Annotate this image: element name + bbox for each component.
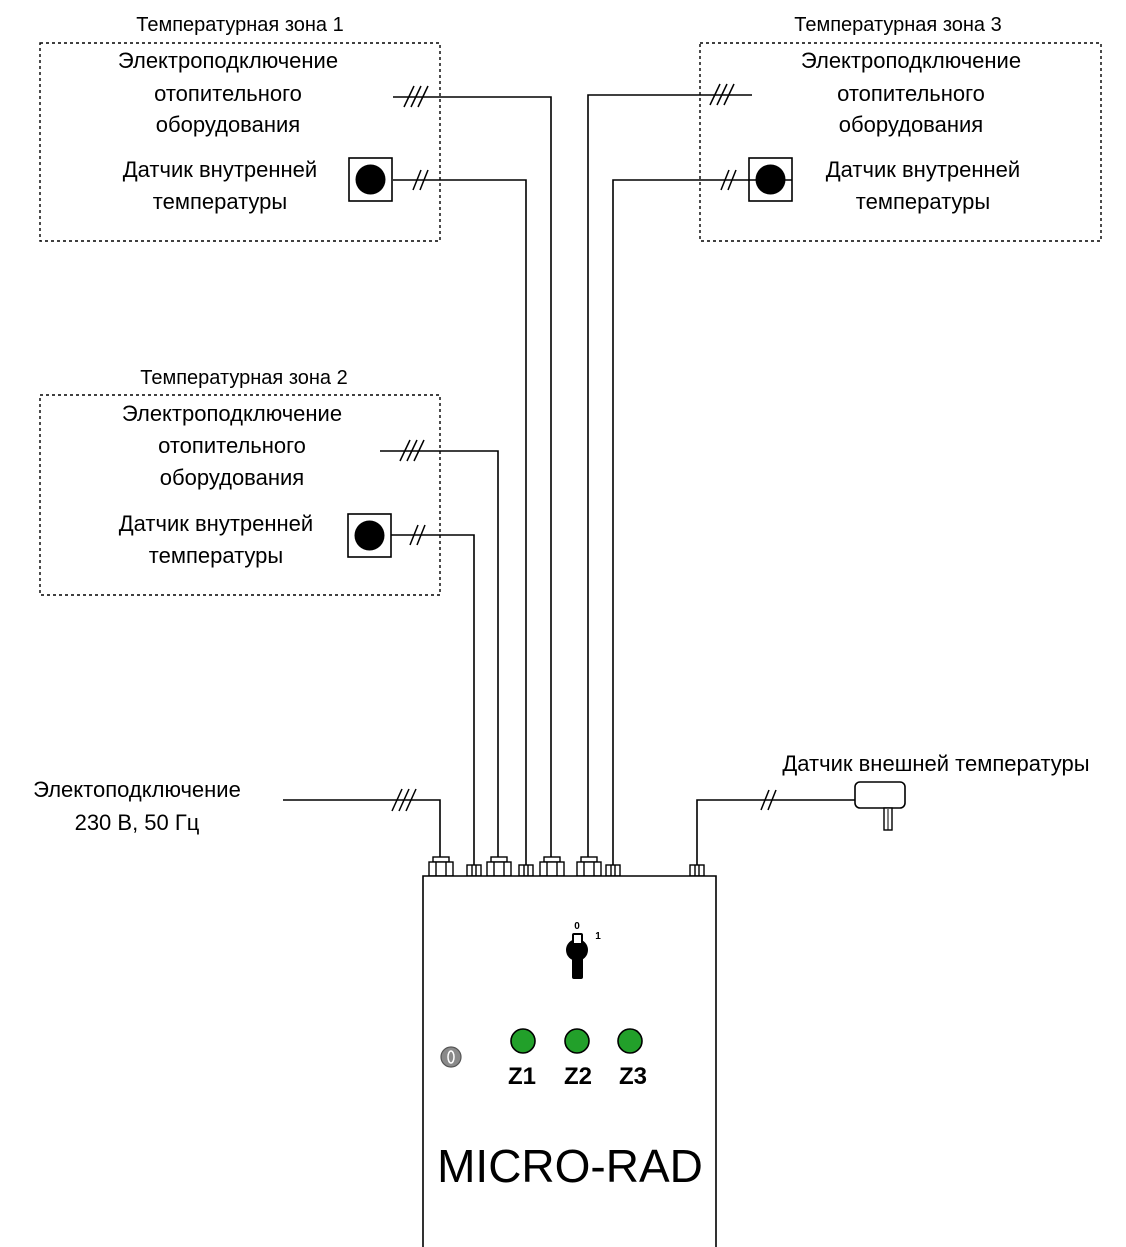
zone-2: Температурная зона 2 Электроподключение … bbox=[39, 367, 441, 596]
gland-large-mains bbox=[428, 856, 454, 877]
outdoor-sensor-icon bbox=[854, 781, 906, 831]
zone-2-title: Температурная зона 2 bbox=[140, 367, 347, 389]
mains-power-label-line1: Электоподключение bbox=[33, 777, 241, 802]
zone-indicator-z2: Z2 bbox=[564, 1028, 592, 1090]
zone-1: Температурная зона 1 Электроподключение … bbox=[39, 14, 441, 242]
slash-zone-3-heating bbox=[709, 83, 735, 106]
indicator-label-z3: Z3 bbox=[619, 1063, 647, 1090]
zone-2-sensor-label-line1: Датчик внутренней bbox=[119, 511, 313, 536]
slash-zone-2-heating bbox=[399, 439, 425, 462]
zone-indicator-z1: Z1 bbox=[508, 1028, 536, 1090]
zone-1-boundary bbox=[39, 42, 441, 242]
gland-small-zone-3-sensor bbox=[605, 864, 621, 877]
gland-large-zone-2-heating bbox=[486, 856, 512, 877]
indicator-label-z1: Z1 bbox=[508, 1063, 536, 1090]
switch-position-0: 0 bbox=[574, 921, 580, 932]
main-switch[interactable]: 0 1 bbox=[566, 921, 601, 979]
controller-enclosure bbox=[422, 875, 717, 1247]
zone-1-sensor-label-line2: температуры bbox=[153, 189, 287, 214]
zone-2-heating-label-line3: оборудования bbox=[160, 465, 304, 490]
zone-1-sensor-label-line1: Датчик внутренней bbox=[123, 157, 317, 182]
indicator-lamp-z2 bbox=[564, 1028, 590, 1054]
cable-glands bbox=[428, 856, 705, 877]
zone-2-boundary bbox=[39, 394, 441, 596]
zone-3-heating-label-line2: отопительного bbox=[837, 81, 985, 106]
zone-3-sensor-label-line2: температуры bbox=[856, 189, 990, 214]
door-lock-icon[interactable] bbox=[440, 1046, 462, 1068]
gland-small-zone-2-sensor bbox=[466, 864, 482, 877]
slash-mains-power bbox=[391, 788, 417, 812]
zone-1-heating-label-line1: Электроподключение bbox=[118, 48, 338, 73]
zone-2-indoor-sensor-icon bbox=[347, 513, 392, 558]
wire-mains-power bbox=[283, 799, 441, 860]
slash-outdoor-sensor bbox=[760, 789, 777, 811]
indicator-lamp-z3 bbox=[617, 1028, 643, 1054]
indicator-lamp-z1 bbox=[510, 1028, 536, 1054]
wire-zone-3-heating bbox=[587, 94, 752, 860]
wire-zone-1-heating bbox=[393, 96, 552, 862]
zone-1-indoor-sensor-icon bbox=[348, 157, 393, 202]
controller: 0 1 Z1 Z2 Z3 MICRO-RAD bbox=[422, 875, 717, 1247]
zone-3-sensor-label-line1: Датчик внутренней bbox=[826, 157, 1020, 182]
wire-zone-2-sensor bbox=[391, 534, 475, 865]
wire-zone-1-sensor bbox=[393, 179, 527, 865]
indicator-label-z2: Z2 bbox=[564, 1063, 592, 1090]
wire-outdoor-sensor bbox=[696, 799, 855, 867]
zone-3-heating-label-line1: Электроподключение bbox=[801, 48, 1021, 73]
cable-slash-marks bbox=[391, 83, 777, 812]
zone-1-heating-label-line2: отопительного bbox=[154, 81, 302, 106]
slash-zone-1-sensor bbox=[412, 169, 429, 191]
zone-3-title: Температурная зона 3 bbox=[794, 14, 1001, 36]
gland-large-zone-1-heating bbox=[539, 856, 565, 877]
slash-zone-1-heating bbox=[403, 85, 429, 108]
slash-zone-3-sensor bbox=[720, 169, 737, 191]
switch-position-1: 1 bbox=[595, 931, 601, 942]
gland-small-zone-1-sensor bbox=[518, 864, 534, 877]
zone-3: Температурная зона 3 Электроподключение … bbox=[699, 14, 1102, 242]
controller-brand-name: MICRO-RAD bbox=[437, 1140, 703, 1192]
wiring bbox=[283, 94, 855, 867]
outdoor-sensor-label: Датчик внешней температуры bbox=[782, 751, 1089, 776]
zone-1-heating-label-line3: оборудования bbox=[156, 112, 300, 137]
mains-power-label-line2: 230 В, 50 Гц bbox=[75, 810, 200, 835]
gland-small-outdoor-sensor bbox=[689, 864, 705, 877]
zone-2-sensor-label-line2: температуры bbox=[149, 543, 283, 568]
zone-2-heating-label-line2: отопительного bbox=[158, 433, 306, 458]
wire-zone-3-sensor bbox=[612, 179, 792, 865]
zone-1-title: Температурная зона 1 bbox=[136, 14, 343, 36]
zone-3-heating-label-line3: оборудования bbox=[839, 112, 983, 137]
gland-large-zone-3-heating bbox=[576, 856, 602, 877]
zone-3-boundary bbox=[699, 42, 1102, 242]
zone-2-heating-label-line1: Электроподключение bbox=[122, 401, 342, 426]
zone-indicator-z3: Z3 bbox=[617, 1028, 647, 1090]
slash-zone-2-sensor bbox=[409, 524, 426, 546]
